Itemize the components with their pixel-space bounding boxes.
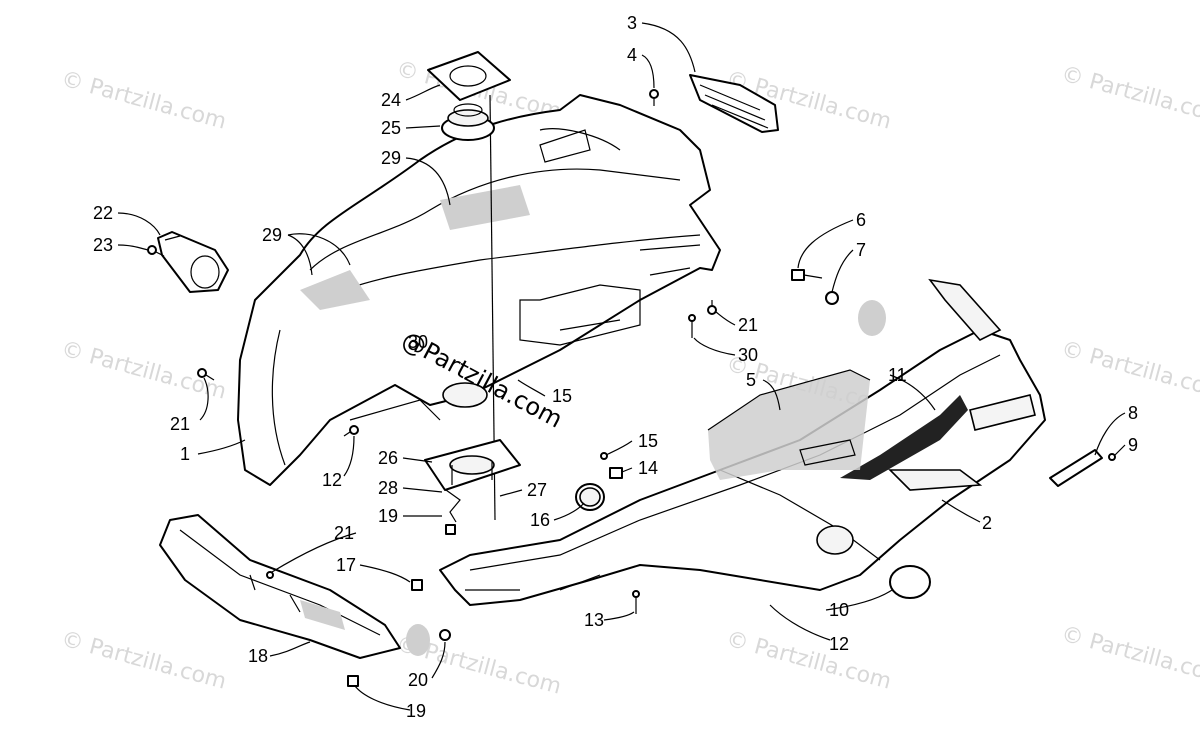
callout-30-right: 30 <box>738 345 758 365</box>
part-6-bolt <box>791 269 823 281</box>
callout-12-right: 12 <box>829 634 849 654</box>
part-17-clip <box>411 579 423 591</box>
callout-19-lower: 19 <box>406 701 426 721</box>
watermark: © Partzilla.com <box>1058 62 1200 130</box>
callout-14: 14 <box>638 458 658 478</box>
callout-25: 25 <box>381 118 401 138</box>
part-14-clip <box>609 467 623 479</box>
fastener-21-right <box>707 300 717 315</box>
part-19-bolt-upper <box>445 524 456 535</box>
part-10-cap <box>816 525 931 599</box>
part-28-bracket <box>445 489 461 523</box>
fastener-21-left <box>197 368 215 381</box>
callout-21-lower: 21 <box>334 523 354 543</box>
part-9-screw <box>1108 453 1116 461</box>
callout-29-left: 29 <box>262 225 282 245</box>
part-8-plate <box>1049 449 1103 487</box>
callout-28: 28 <box>378 478 398 498</box>
callout-labels: 3 4 24 25 29 22 23 29 21 1 12 6 7 21 30 … <box>93 13 1138 721</box>
watermark: © Partzilla.com <box>1058 622 1200 690</box>
watermark: © Partzilla.com <box>723 627 893 695</box>
callout-6: 6 <box>856 210 866 230</box>
callout-29: 29 <box>381 148 401 168</box>
part-13-bolt <box>632 590 640 614</box>
callout-3: 3 <box>627 13 637 33</box>
callout-8: 8 <box>1128 403 1138 423</box>
callout-23: 23 <box>93 235 113 255</box>
callout-17: 17 <box>336 555 356 575</box>
callout-18: 18 <box>248 646 268 666</box>
part-3-grille <box>689 74 779 133</box>
part-16-clamp <box>575 483 605 511</box>
callout-11: 11 <box>888 365 907 385</box>
watermark: © Partzilla.com <box>58 627 228 695</box>
callout-24: 24 <box>381 90 401 110</box>
callout-21-right: 21 <box>738 315 758 335</box>
callout-16: 16 <box>530 510 550 530</box>
callout-22: 22 <box>93 203 113 223</box>
part-26-mount-plate <box>424 382 521 491</box>
callout-13: 13 <box>584 610 604 630</box>
leader-lines <box>117 22 1126 711</box>
part-24-plate <box>427 51 511 101</box>
fastener-12-left <box>343 425 359 437</box>
part-19-bolt-lower <box>347 675 359 687</box>
callout-21-left: 21 <box>170 414 190 434</box>
callout-2: 2 <box>982 513 992 533</box>
part-15-pin <box>600 452 608 460</box>
part-2-bumper <box>439 278 1046 606</box>
part-4-screw <box>649 89 659 106</box>
fastener-30 <box>688 314 696 338</box>
part-7-washer <box>825 291 886 336</box>
callout-12-left: 12 <box>322 470 342 490</box>
part-22-boot <box>157 231 229 293</box>
part-18-panel <box>159 514 401 659</box>
callout-4: 4 <box>627 45 637 65</box>
callout-20: 20 <box>408 670 428 690</box>
callout-1: 1 <box>180 444 190 464</box>
part-20-nut <box>406 624 451 656</box>
watermark: © Partzilla.com <box>58 67 228 135</box>
callout-7: 7 <box>856 240 866 260</box>
callout-9: 9 <box>1128 435 1138 455</box>
part-25-grommet <box>441 103 495 141</box>
callout-15-upper: 15 <box>552 386 572 406</box>
callout-15-lower: 15 <box>638 431 658 451</box>
callout-10: 10 <box>829 600 849 620</box>
watermark: © Partzilla.com <box>1058 337 1200 405</box>
callout-19-upper: 19 <box>378 506 398 526</box>
callout-30-center: 30 <box>408 332 428 352</box>
part-1-hood-shell <box>237 94 721 521</box>
callout-5: 5 <box>746 370 756 390</box>
callout-26: 26 <box>378 448 398 468</box>
callout-27: 27 <box>527 480 547 500</box>
